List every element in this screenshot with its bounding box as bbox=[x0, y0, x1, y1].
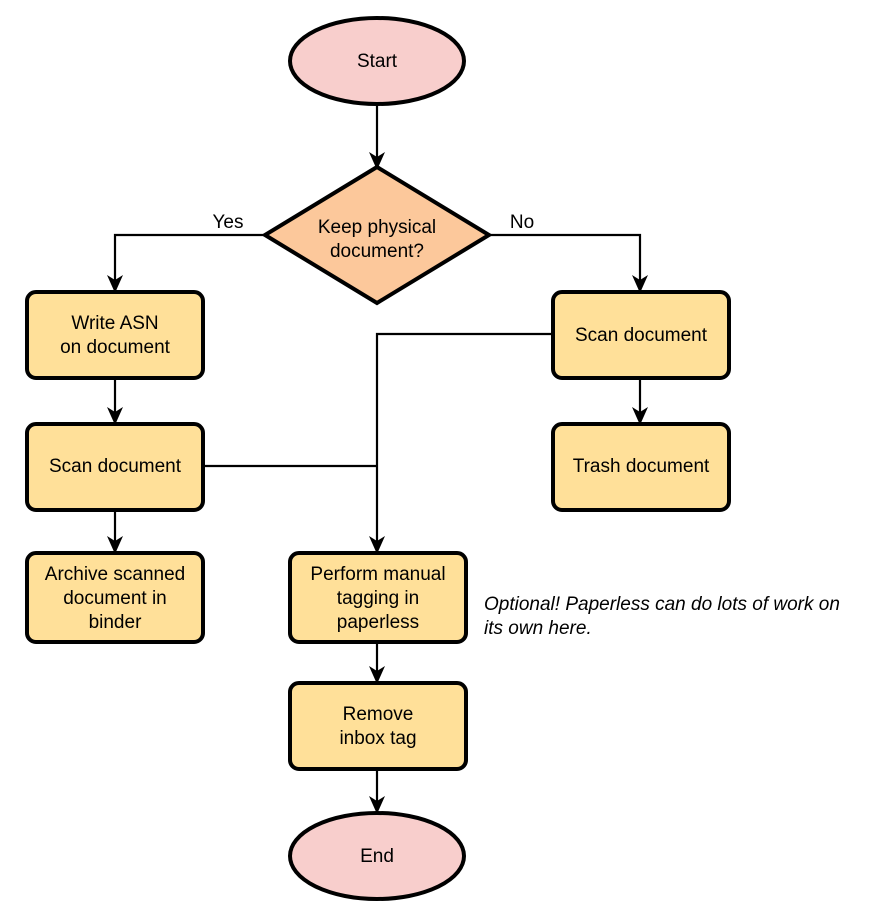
node-remove-inbox-tag[interactable]: Remove inbox tag bbox=[288, 681, 468, 771]
node-write-asn-on-document[interactable]: Write ASN on document bbox=[25, 290, 205, 380]
arrowhead-icon bbox=[369, 796, 385, 814]
note-optional-paperless: Optional! Paperless can do lots of work … bbox=[484, 594, 840, 639]
archive-label-line2: document in bbox=[63, 588, 167, 609]
manual-tagging-label-line3: paperless bbox=[337, 612, 419, 633]
end-label: End bbox=[360, 846, 394, 867]
edge-write-asn-to-scan-left bbox=[107, 378, 123, 425]
arrowhead-icon bbox=[632, 275, 648, 293]
arrowhead-icon bbox=[107, 536, 123, 554]
trash-document-label: Trash document bbox=[573, 456, 710, 477]
arrowhead-icon bbox=[369, 666, 385, 684]
arrowhead-icon bbox=[369, 152, 385, 170]
trash-document-box[interactable] bbox=[551, 422, 731, 512]
archive-label-line3: binder bbox=[89, 612, 142, 633]
archive-label-line1: Archive scanned bbox=[45, 564, 185, 585]
end-ellipse[interactable] bbox=[288, 811, 466, 901]
node-trash-document[interactable]: Trash document bbox=[551, 422, 731, 512]
edge-decision-no-to-scan-right bbox=[490, 233, 648, 293]
scan-document-left-label: Scan document bbox=[49, 456, 182, 477]
node-start[interactable]: Start bbox=[288, 16, 466, 106]
note-line2: its own here. bbox=[484, 618, 592, 639]
edge-manual-tagging-to-remove-inbox bbox=[369, 643, 385, 684]
node-end[interactable]: End bbox=[288, 811, 466, 901]
note-line1: Optional! Paperless can do lots of work … bbox=[484, 594, 840, 615]
edge-label-yes: Yes bbox=[213, 212, 244, 233]
edge-decision-yes-to-write-asn bbox=[107, 233, 264, 293]
remove-inbox-label-line1: Remove bbox=[343, 704, 414, 725]
decision-label-line2: document? bbox=[330, 241, 424, 262]
edge-scan-right-to-manual-tagging bbox=[369, 332, 552, 554]
arrowhead-icon bbox=[107, 407, 123, 425]
arrowhead-icon bbox=[632, 407, 648, 425]
node-scan-document-left[interactable]: Scan document bbox=[25, 422, 205, 512]
start-ellipse[interactable] bbox=[288, 16, 466, 106]
write-asn-label-line2: on document bbox=[60, 337, 171, 358]
edge-remove-inbox-to-end bbox=[369, 770, 385, 814]
start-label: Start bbox=[357, 51, 398, 72]
write-asn-label-line1: Write ASN bbox=[71, 313, 158, 334]
decision-diamond[interactable] bbox=[261, 164, 493, 306]
scan-document-left-box[interactable] bbox=[25, 422, 205, 512]
scan-document-right-box[interactable] bbox=[551, 290, 731, 380]
edge-start-to-decision bbox=[369, 103, 385, 170]
manual-tagging-box[interactable] bbox=[288, 551, 468, 644]
remove-inbox-label-line2: inbox tag bbox=[339, 728, 416, 749]
node-perform-manual-tagging[interactable]: Perform manual tagging in paperless bbox=[288, 551, 468, 644]
decision-label-line1: Keep physical bbox=[318, 217, 436, 238]
edge-scan-left-to-archive bbox=[107, 511, 123, 554]
manual-tagging-label-line1: Perform manual bbox=[310, 564, 445, 585]
node-archive-scanned-document[interactable]: Archive scanned document in binder bbox=[25, 551, 205, 644]
arrowhead-icon bbox=[107, 275, 123, 293]
edge-label-no: No bbox=[510, 212, 534, 233]
arrowhead-icon bbox=[369, 536, 385, 554]
remove-inbox-tag-box[interactable] bbox=[288, 681, 468, 771]
edge-scan-right-to-trash bbox=[632, 378, 648, 425]
manual-tagging-label-line2: tagging in bbox=[337, 588, 419, 609]
write-asn-box[interactable] bbox=[25, 290, 205, 380]
node-scan-document-right[interactable]: Scan document bbox=[551, 290, 731, 380]
node-decision-keep-physical-document[interactable]: Keep physical document? bbox=[261, 164, 493, 306]
archive-box[interactable] bbox=[25, 551, 205, 644]
scan-document-right-label: Scan document bbox=[575, 325, 708, 346]
